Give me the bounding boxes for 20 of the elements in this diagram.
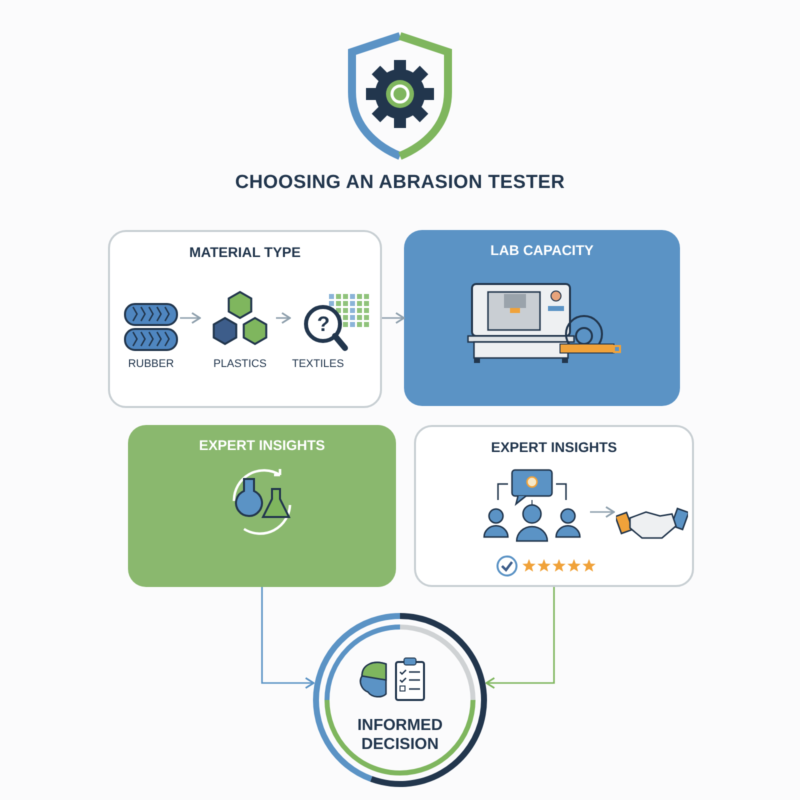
card-title: MATERIAL TYPE [188,244,302,260]
arrow [382,312,405,324]
diagram-title: CHOOSING AN ABRASION TESTER [234,172,566,194]
material-label: PLASTICS [213,358,267,370]
material-label: TEXTILES [292,358,344,370]
card-title: EXPERT INSIGHTS [490,439,618,455]
node-label: INFORMED DECISION [356,716,444,754]
card-title: LAB CAPACITY [489,242,595,258]
arrow [590,506,615,518]
material-card [108,230,382,408]
arrow [485,587,555,689]
insight-card [128,425,396,587]
question-mark: ? [317,314,330,335]
card-title: EXPERT INSIGHTS [198,437,326,453]
capacity-card [404,230,680,406]
arrow [276,312,291,324]
material-label: RUBBER [128,358,174,370]
insight-card [414,425,694,587]
arrow [180,312,201,324]
arrow [261,587,315,689]
